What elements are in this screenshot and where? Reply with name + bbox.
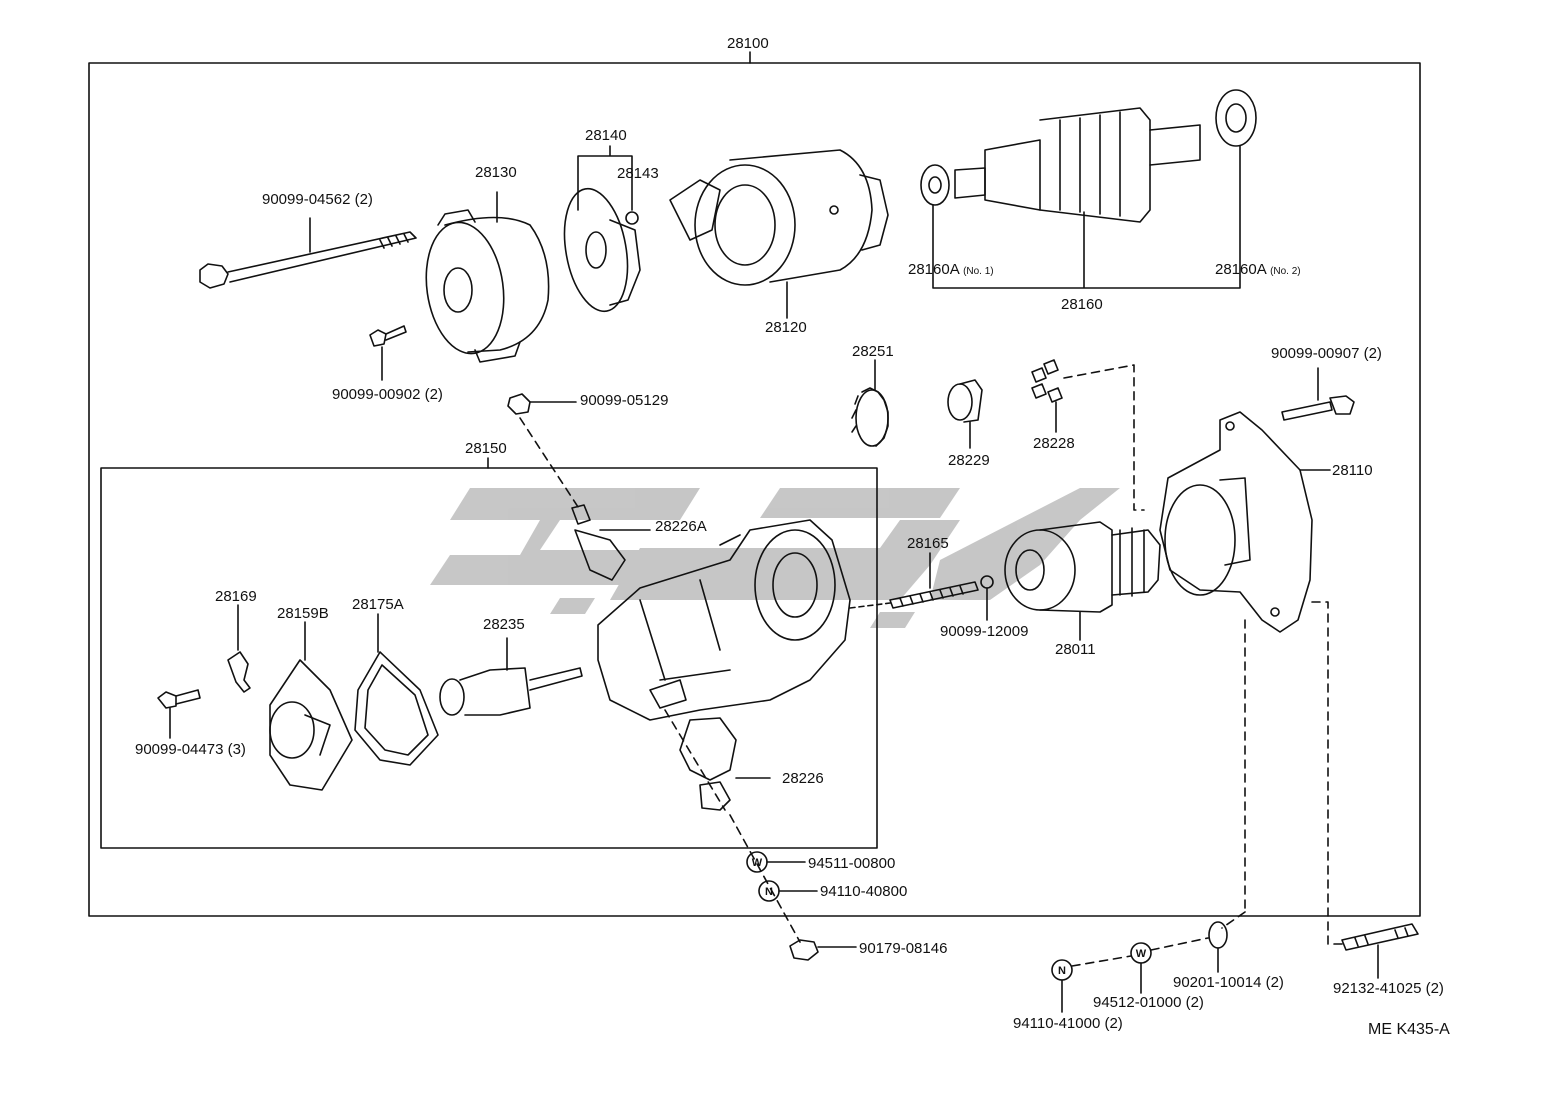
part-number: 28160A <box>908 261 959 278</box>
starter-housing-part <box>1159 411 1343 945</box>
part-label-28130: 28130 <box>475 164 517 181</box>
switch-cover-part <box>269 621 353 791</box>
through-bolt-part <box>199 217 417 289</box>
washer-symbol: W <box>1136 948 1147 960</box>
part-label-90099-04473: 90099-04473 (3) <box>135 741 246 758</box>
part-label-28175a: 28175A <box>352 596 404 613</box>
terminal-lower-part <box>664 709 801 943</box>
part-label-90099-05129: 90099-05129 <box>580 392 669 409</box>
part-label-94512-01000: 94512-01000 (2) <box>1093 994 1204 1011</box>
retainer-part <box>947 379 983 449</box>
part-label-28226: 28226 <box>782 770 824 787</box>
part-label-28228: 28228 <box>1033 435 1075 452</box>
part-label-92132-41025: 92132-41025 (2) <box>1333 980 1444 997</box>
part-label-28160a-2: 28160A (No. 2) <box>1215 262 1301 277</box>
housing-fasteners-part <box>1051 921 1419 1013</box>
part-label-90099-00907: 90099-00907 (2) <box>1271 345 1382 362</box>
lower-fasteners-part <box>746 851 857 961</box>
clutch-part <box>1004 521 1161 641</box>
part-label-28229: 28229 <box>948 452 990 469</box>
part-label-28120: 28120 <box>765 319 807 336</box>
part-label-28251: 28251 <box>852 343 894 360</box>
subassembly-frame <box>100 467 878 849</box>
part-label-94110-40800: 94110-40800 <box>820 883 908 900</box>
assembly-frame <box>88 62 1421 917</box>
yoke-part <box>669 149 889 319</box>
small-bolt-part <box>369 325 407 381</box>
part-label-94110-41000: 94110-41000 (2) <box>1013 1015 1123 1032</box>
part-label-28226a: 28226A <box>655 518 707 535</box>
part-label-90099-12009: 90099-12009 <box>940 623 1029 640</box>
part-label-28169: 28169 <box>215 588 257 605</box>
part-label-94511-00800: 94511-00800 <box>808 855 896 872</box>
armature-part <box>920 89 1257 289</box>
plunger-part <box>439 637 583 716</box>
part-label-28165: 28165 <box>907 535 949 552</box>
part-note: (No. 1) <box>963 266 994 277</box>
part-note: (No. 2) <box>1270 266 1301 277</box>
part-label-90201-10014: 90201-10014 (2) <box>1173 974 1284 991</box>
part-label-90099-00902: 90099-00902 (2) <box>332 386 443 403</box>
brush-holder-part <box>563 145 641 313</box>
gear-part <box>851 359 889 447</box>
subassembly-number-label: 28150 <box>465 440 507 457</box>
watermark-logo <box>430 488 1120 628</box>
part-label-28011: 28011 <box>1055 641 1096 658</box>
part-label-28160a-1: 28160A (No. 1) <box>908 262 994 277</box>
gasket-part <box>354 613 439 766</box>
housing-bolt-part <box>1281 367 1355 421</box>
assembly-number-label: 28100 <box>727 35 769 52</box>
terminal-upper-part <box>507 393 651 581</box>
clip-part <box>227 604 251 693</box>
nut-symbol: N <box>1058 965 1066 977</box>
spring-part <box>849 552 994 621</box>
cover-bolt-part <box>157 689 201 739</box>
nut-symbol: N <box>765 886 773 898</box>
rollers-part <box>1031 359 1145 511</box>
part-label-28159b: 28159B <box>277 605 329 622</box>
reference-code: ME K435-A <box>1368 1021 1450 1038</box>
part-number: 28160A <box>1215 261 1266 278</box>
magnetic-switch-part <box>597 519 851 721</box>
part-label-28235: 28235 <box>483 616 525 633</box>
part-label-28160: 28160 <box>1061 296 1103 313</box>
washer-symbol: W <box>752 857 763 869</box>
part-label-28143: 28143 <box>617 165 659 182</box>
end-frame-part <box>425 191 550 363</box>
part-label-28110: 28110 <box>1332 462 1373 479</box>
part-label-90099-04562: 90099-04562 (2) <box>262 191 373 208</box>
part-label-90179-08146: 90179-08146 <box>859 940 948 957</box>
part-label-28140: 28140 <box>585 127 627 144</box>
